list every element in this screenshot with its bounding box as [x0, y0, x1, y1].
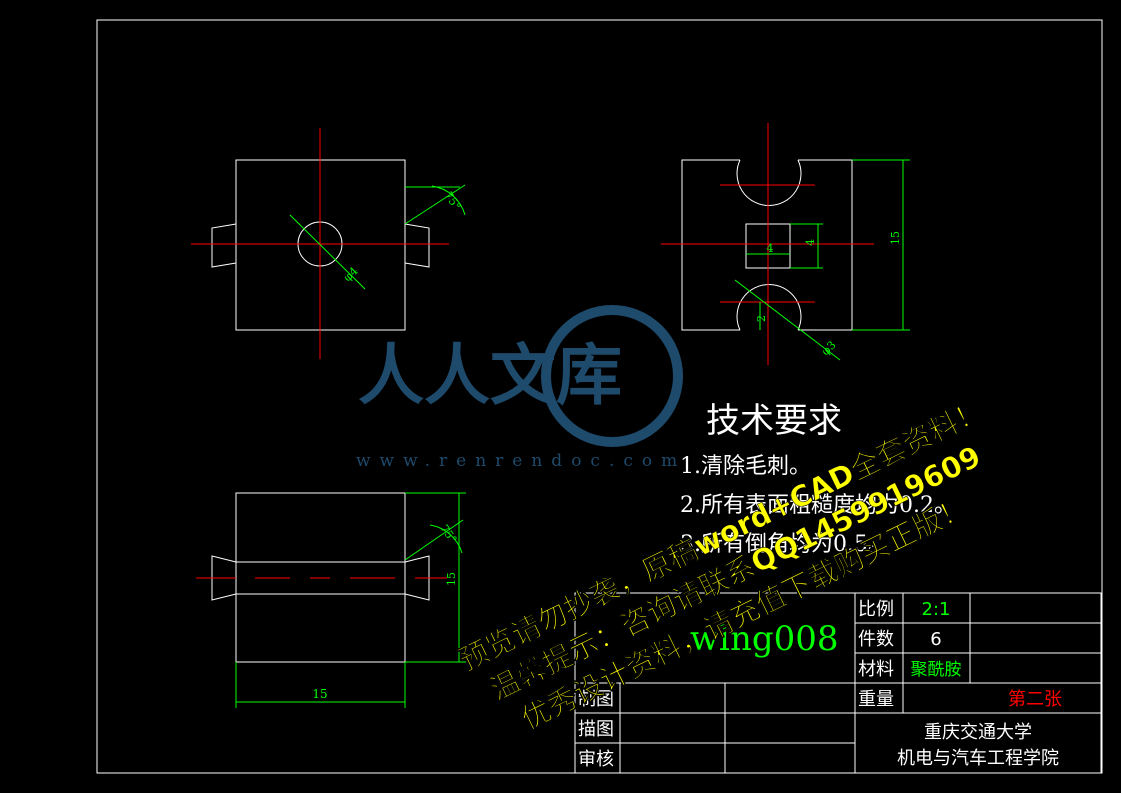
bottom-angle-label: 75° — [438, 522, 460, 545]
side-dia-label: φ3 — [819, 339, 839, 359]
checked-label: 审核 — [578, 749, 614, 770]
side-h-label: 4 — [804, 239, 817, 246]
side-view — [661, 123, 910, 365]
material-label: 材料 — [858, 659, 894, 680]
count-value: 6 — [930, 629, 941, 650]
front-view-left-tab — [211, 223, 237, 268]
front-view-right-tab — [404, 223, 430, 268]
tech-item-3: 3.所有倒角均为0.5。 — [680, 532, 890, 557]
school-name: 重庆交通大学 — [924, 722, 1032, 743]
bottom-w-label: 15 — [312, 687, 327, 701]
front-view-angle-arc — [431, 185, 466, 216]
front-view — [191, 128, 466, 359]
count-label: 件数 — [858, 629, 894, 650]
bottom-view — [196, 492, 466, 708]
side-r-label: 2 — [755, 315, 768, 322]
side-w-label: 4 — [767, 242, 774, 255]
scale-label: 比例 — [858, 599, 894, 620]
side-view-bottom-slot — [736, 283, 802, 331]
title-block — [574, 592, 1102, 774]
tech-item-1: 1.清除毛刺。 — [680, 454, 811, 479]
college-name: 机电与汽车工程学院 — [897, 748, 1059, 769]
drawn-label: 制图 — [578, 689, 614, 710]
promo-overlay: 预览请勿抄袭，原稿word+CAD全套资料！ 温馨提示：咨询请联系QQ14599… — [454, 392, 991, 736]
tech-requirements: 技术要求 1.清除毛刺。 2.所有表面粗糙度均为0.2。 3.所有倒角均为0.5… — [680, 401, 956, 557]
sheet-label: 第二张 — [1008, 689, 1062, 710]
watermark-ring-icon — [541, 305, 683, 447]
scale-value: 2:1 — [922, 599, 951, 620]
traced-label: 描图 — [578, 719, 614, 740]
weight-label: 重量 — [858, 689, 894, 710]
front-angle-label: 75° — [442, 189, 464, 212]
watermark-logo-text: 人人文库 — [358, 337, 622, 414]
watermark-url: www.renrendoc.com — [356, 451, 686, 471]
watermark-logo: 人人文库 www.renrendoc.com — [356, 305, 686, 471]
side-view-top-slot — [736, 159, 802, 207]
tech-item-2: 2.所有表面粗糙度均为0.2。 — [680, 493, 956, 518]
side-h2-label: 15 — [889, 231, 902, 245]
material-value: 聚酰胺 — [911, 660, 962, 680]
drawing-name: wlng008 — [690, 619, 839, 659]
tech-title: 技术要求 — [706, 401, 842, 441]
front-view-dia-leader — [289, 214, 366, 290]
bottom-h-label: 15 — [445, 572, 458, 586]
